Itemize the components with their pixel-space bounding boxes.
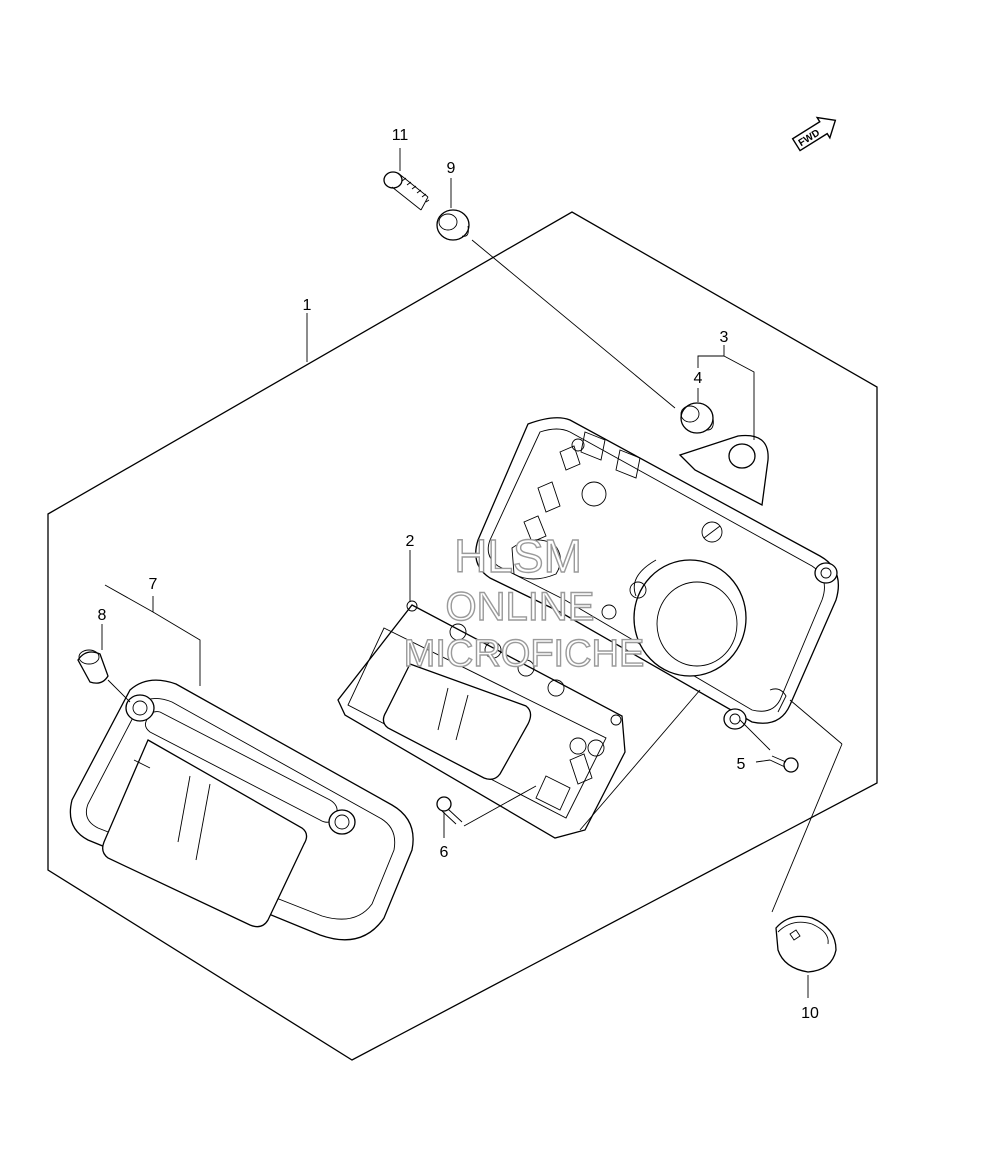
screw-part-5 <box>769 755 799 773</box>
grommet-part-9 <box>436 209 470 241</box>
callout-6: 6 <box>440 844 449 861</box>
screw-part-8 <box>77 649 109 684</box>
leader-lines <box>101 148 843 998</box>
watermark-line-3: MICROFICHE <box>404 633 645 675</box>
callout-4: 4 <box>694 370 703 387</box>
callout-1: 1 <box>303 297 312 314</box>
circuit-board-part-2 <box>337 600 626 839</box>
cap-part-10 <box>775 915 837 973</box>
watermark: HLSM ONLINE MICROFICHE <box>403 529 645 675</box>
callout-11: 11 <box>392 127 409 144</box>
screw-part-6 <box>436 796 463 825</box>
screw-part-11 <box>383 171 430 211</box>
callout-9: 9 <box>447 160 456 177</box>
callout-8: 8 <box>98 607 107 624</box>
assembly-boundary <box>47 211 878 1061</box>
callout-3: 3 <box>720 329 729 346</box>
callout-10: 10 <box>801 1005 819 1022</box>
callout-2: 2 <box>406 533 415 550</box>
callout-7: 7 <box>149 576 158 593</box>
watermark-line-2: ONLINE <box>446 585 595 629</box>
grommet-part-4 <box>680 402 714 434</box>
callout-5: 5 <box>737 756 746 773</box>
watermark-line-1: HLSM <box>454 530 582 582</box>
front-cover-part-7 <box>69 679 414 941</box>
callouts: 1 2 3 4 5 6 7 8 9 10 11 <box>98 127 819 1022</box>
meter-case-part-3 <box>475 417 840 730</box>
forward-arrow-icon: FWD <box>791 116 837 152</box>
